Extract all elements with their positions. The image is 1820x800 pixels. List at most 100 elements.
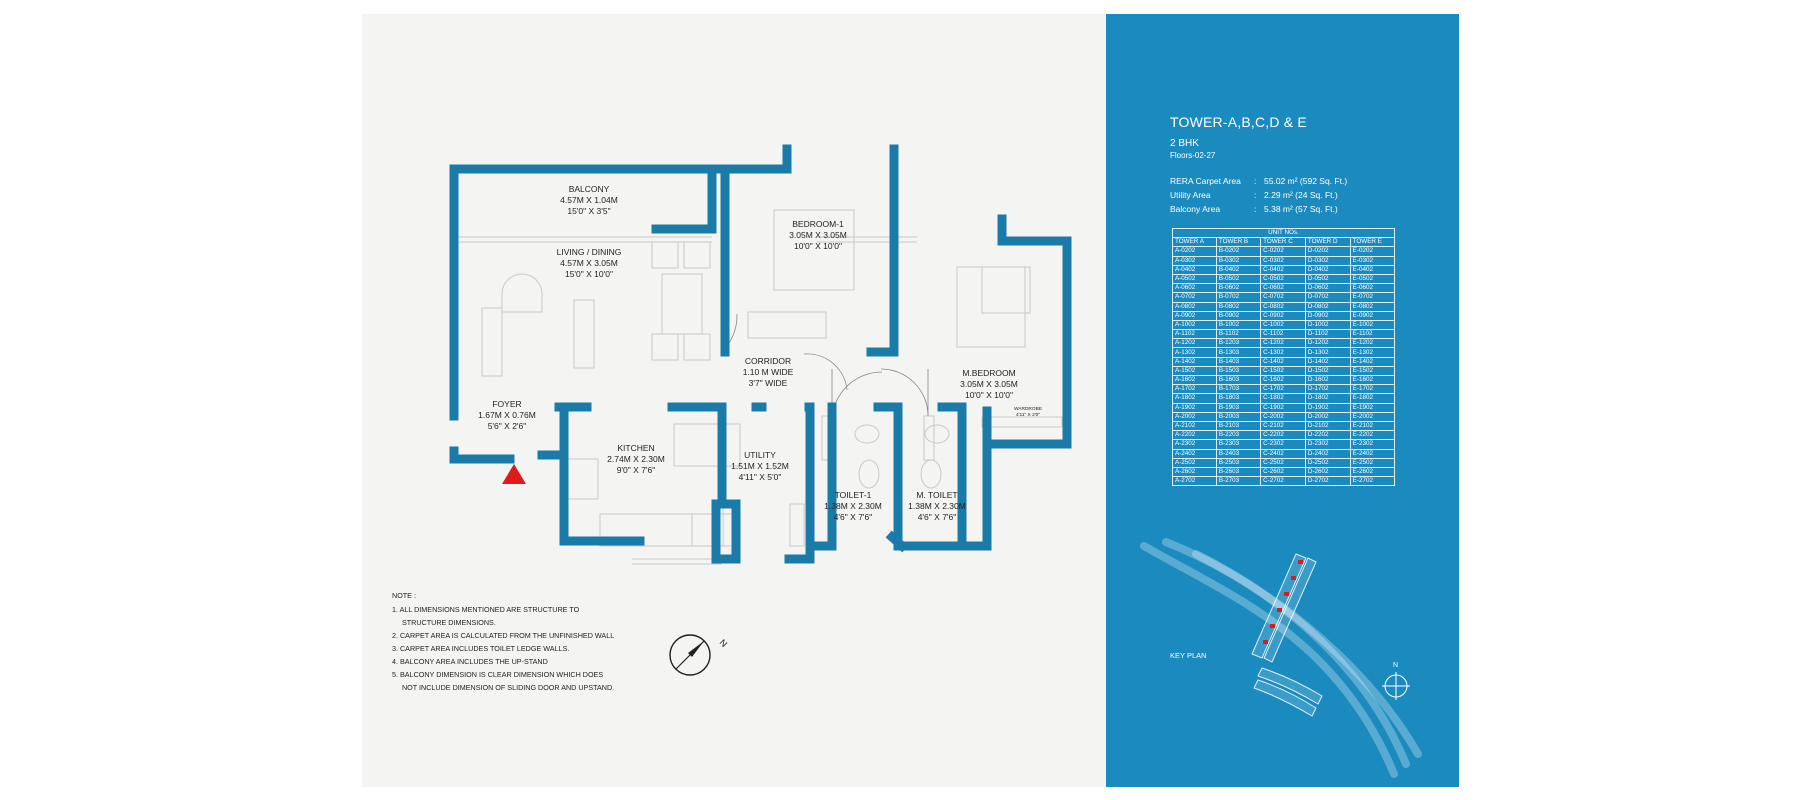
unit-cell: A-0302: [1172, 255, 1217, 266]
unit-cell: B-0702: [1215, 292, 1262, 303]
key-plan-highlights: [1263, 560, 1303, 644]
unit-cell: C-2302: [1260, 439, 1306, 450]
floors: Floors-02-27: [1170, 151, 1216, 160]
unit-cell: E-0902: [1349, 310, 1396, 321]
walls: [449, 144, 1072, 564]
unit-cell: E-0702: [1349, 292, 1396, 303]
unit-cell: B-0402: [1215, 264, 1262, 275]
unit-cell: D-0702: [1304, 292, 1351, 303]
unit-cell: E-1902: [1349, 402, 1396, 413]
note-line: 4. BALCONY AREA INCLUDES THE UP-STAND: [392, 657, 548, 666]
note-line: 5. BALCONY DIMENSION IS CLEAR DIMENSION …: [392, 670, 603, 679]
wardrobe-dims: 4'11" X 2'0": [1016, 412, 1040, 418]
unit-cell: E-2602: [1349, 466, 1396, 478]
unit-cell: C-1102: [1260, 329, 1306, 340]
unit-cell: C-0202: [1260, 246, 1306, 257]
utility-metric: 1.51M X 1.52M: [731, 461, 789, 471]
toilet1-imperial: 4'6" X 7'6": [834, 512, 873, 522]
unit-cell: E-0402: [1349, 264, 1396, 275]
unit-cell: D-1702: [1304, 384, 1351, 395]
notes-title: NOTE :: [392, 591, 416, 600]
unit-cell: A-0602: [1172, 283, 1217, 294]
unit-cell: B-2403: [1215, 448, 1262, 459]
unit-cell: B-1803: [1215, 393, 1262, 404]
unit-cell: E-1802: [1349, 393, 1396, 404]
bedroom1-metric: 3.05M X 3.05M: [789, 230, 847, 240]
unit-cell: B-1203: [1215, 338, 1262, 349]
unit-cell: B-2703: [1215, 476, 1262, 487]
unit-cell: E-2302: [1349, 439, 1396, 450]
unit-cell: D-2302: [1304, 439, 1351, 450]
area-value: 55.02 m² (592 Sq. Ft.): [1264, 176, 1348, 186]
unit-cell: B-1603: [1215, 374, 1262, 386]
floor-plan: BALCONY 4.57M X 1.04M 15'0" X 3'5" LIVIN…: [392, 144, 1072, 692]
toilet1-metric: 1.38M X 2.30M: [824, 501, 882, 511]
bedroom1-name: BEDROOM-1: [792, 219, 844, 229]
unit-cell: D-2702: [1304, 476, 1351, 487]
mtoilet-imperial: 4'6" X 7'6": [918, 512, 957, 522]
unit-cell: A-1302: [1172, 347, 1217, 358]
area-label: RERA Carpet Area: [1170, 176, 1241, 186]
unit-cell: E-2502: [1349, 457, 1396, 468]
mtoilet-metric: 1.38M X 2.30M: [908, 501, 966, 511]
unit-cell: D-0602: [1304, 283, 1351, 294]
unit-cell: E-2702: [1349, 476, 1396, 487]
info-panel: TOWER-A,B,C,D & E 2 BHK Floors-02-27 RER…: [1106, 14, 1459, 787]
unit-cell: A-1102: [1172, 329, 1217, 340]
unit-cell: E-0202: [1349, 246, 1396, 257]
unit-cell: E-1502: [1349, 365, 1396, 377]
unit-cell: D-1202: [1304, 338, 1351, 349]
unit-cell: E-1202: [1349, 338, 1396, 349]
units-header-cell: TOWER C: [1260, 237, 1306, 248]
compass-label: N: [718, 637, 730, 649]
area-sep: :: [1254, 190, 1257, 200]
unit-cell: A-1202: [1172, 338, 1217, 349]
unit-cell: D-2102: [1304, 420, 1351, 432]
corridor-metric: 1.10 M WIDE: [743, 367, 794, 377]
unit-cell: D-1802: [1304, 393, 1351, 404]
unit-cell: A-0202: [1172, 246, 1217, 257]
balcony-metric: 4.57M X 1.04M: [560, 195, 618, 205]
unit-cell: C-0402: [1260, 264, 1306, 275]
unit-cell: B-1002: [1215, 319, 1262, 331]
unit-cell: B-2003: [1215, 411, 1262, 422]
mbedroom-metric: 3.05M X 3.05M: [960, 379, 1018, 389]
mbedroom-imperial: 10'0" X 10'0": [965, 390, 1013, 400]
units-header-cell: TOWER B: [1215, 237, 1262, 248]
living-imperial: 15'0" X 10'0": [565, 269, 613, 279]
unit-cell: C-1902: [1260, 402, 1306, 413]
unit-cell: C-1202: [1260, 338, 1306, 349]
unit-cell: D-2502: [1304, 457, 1351, 468]
unit-cell: D-1402: [1304, 356, 1351, 367]
unit-cell: B-1703: [1215, 384, 1262, 395]
unit-cell: B-0502: [1215, 273, 1262, 285]
area-sep: :: [1254, 176, 1257, 186]
unit-cell: E-1702: [1349, 384, 1396, 395]
unit-cell: D-2202: [1304, 430, 1351, 441]
unit-cell: C-2202: [1260, 430, 1306, 441]
utility-name: UTILITY: [744, 450, 776, 460]
unit-cell: A-2302: [1172, 439, 1217, 450]
unit-cell: C-0602: [1260, 283, 1306, 294]
entry-marker: [502, 464, 526, 484]
unit-cell: E-1002: [1349, 319, 1396, 331]
unit-cell: A-1402: [1172, 356, 1217, 367]
unit-cell: D-0402: [1304, 264, 1351, 275]
unit-cell: A-0402: [1172, 264, 1217, 275]
unit-cell: A-2502: [1172, 457, 1217, 468]
